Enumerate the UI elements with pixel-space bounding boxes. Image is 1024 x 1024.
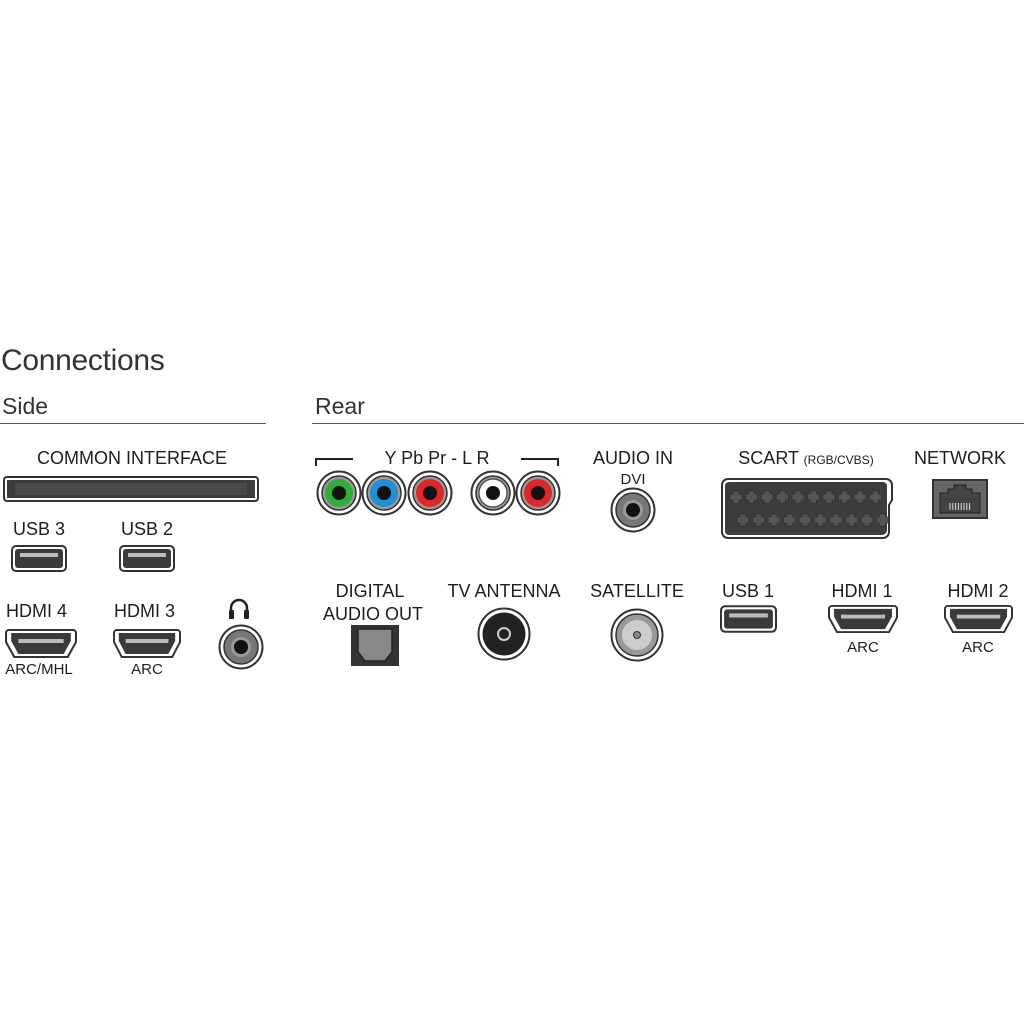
network-port-icon <box>932 479 988 519</box>
digital-audio-out-label-1: DIGITAL <box>335 581 405 601</box>
scart-sub-label: (RGB/CVBS) <box>803 453 874 467</box>
usb3-label: USB 3 <box>13 519 66 539</box>
rca-pr-red-icon <box>407 470 453 516</box>
rear-divider <box>312 423 1024 424</box>
usb1-port-icon <box>720 605 777 633</box>
hdmi2-port-icon <box>944 605 1013 634</box>
optical-port-icon <box>350 624 400 666</box>
audio-in-sub-label: DVI <box>620 471 646 488</box>
common-interface-label: COMMON INTERFACE <box>36 448 228 468</box>
hdmi1-port-icon <box>828 605 898 634</box>
rca-audio-left-white-icon <box>470 470 516 516</box>
hdmi3-label: HDMI 3 <box>114 601 176 621</box>
hdmi3-port-icon <box>113 629 181 659</box>
hdmi4-label: HDMI 4 <box>6 601 68 621</box>
audio-in-label: AUDIO IN <box>592 448 674 468</box>
page-title: Connections <box>1 344 165 377</box>
hdmi2-label: HDMI 2 <box>947 581 1009 601</box>
common-interface-slot-icon <box>3 476 259 502</box>
tv-antenna-label: TV ANTENNA <box>447 581 561 601</box>
satellite-jack-icon <box>610 608 664 662</box>
hdmi2-sub-label: ARC <box>962 639 994 656</box>
usb2-port-icon <box>119 545 175 572</box>
headphones-icon <box>227 596 251 620</box>
scart-name: SCART <box>738 448 799 468</box>
component-bracket-left <box>315 456 355 466</box>
component-bracket-right <box>519 456 559 466</box>
rca-audio-right-red-icon <box>515 470 561 516</box>
hdmi1-label: HDMI 1 <box>831 581 893 601</box>
scart-port-icon <box>720 478 896 539</box>
hdmi1-sub-label: ARC <box>847 639 879 656</box>
tv-antenna-jack-icon <box>477 607 531 661</box>
digital-audio-out-label-2: AUDIO OUT <box>322 604 424 624</box>
usb3-port-icon <box>11 545 67 572</box>
hdmi3-sub-label: ARC <box>131 661 163 678</box>
hdmi4-port-icon <box>5 629 77 659</box>
side-heading: Side <box>2 393 49 419</box>
network-label: NETWORK <box>914 448 1006 468</box>
side-divider <box>0 423 266 424</box>
scart-label: SCART (RGB/CVBS) <box>738 449 873 467</box>
rear-heading: Rear <box>315 393 365 419</box>
rca-y-green-icon <box>316 470 362 516</box>
headphone-jack-icon <box>218 624 264 670</box>
usb1-label: USB 1 <box>721 581 775 601</box>
component-label: Y Pb Pr - L R <box>384 448 490 468</box>
usb2-label: USB 2 <box>121 519 174 539</box>
rca-pb-blue-icon <box>361 470 407 516</box>
satellite-label: SATELLITE <box>590 581 684 601</box>
audio-in-jack-icon <box>610 487 656 533</box>
hdmi4-sub-label: ARC/MHL <box>5 661 73 678</box>
